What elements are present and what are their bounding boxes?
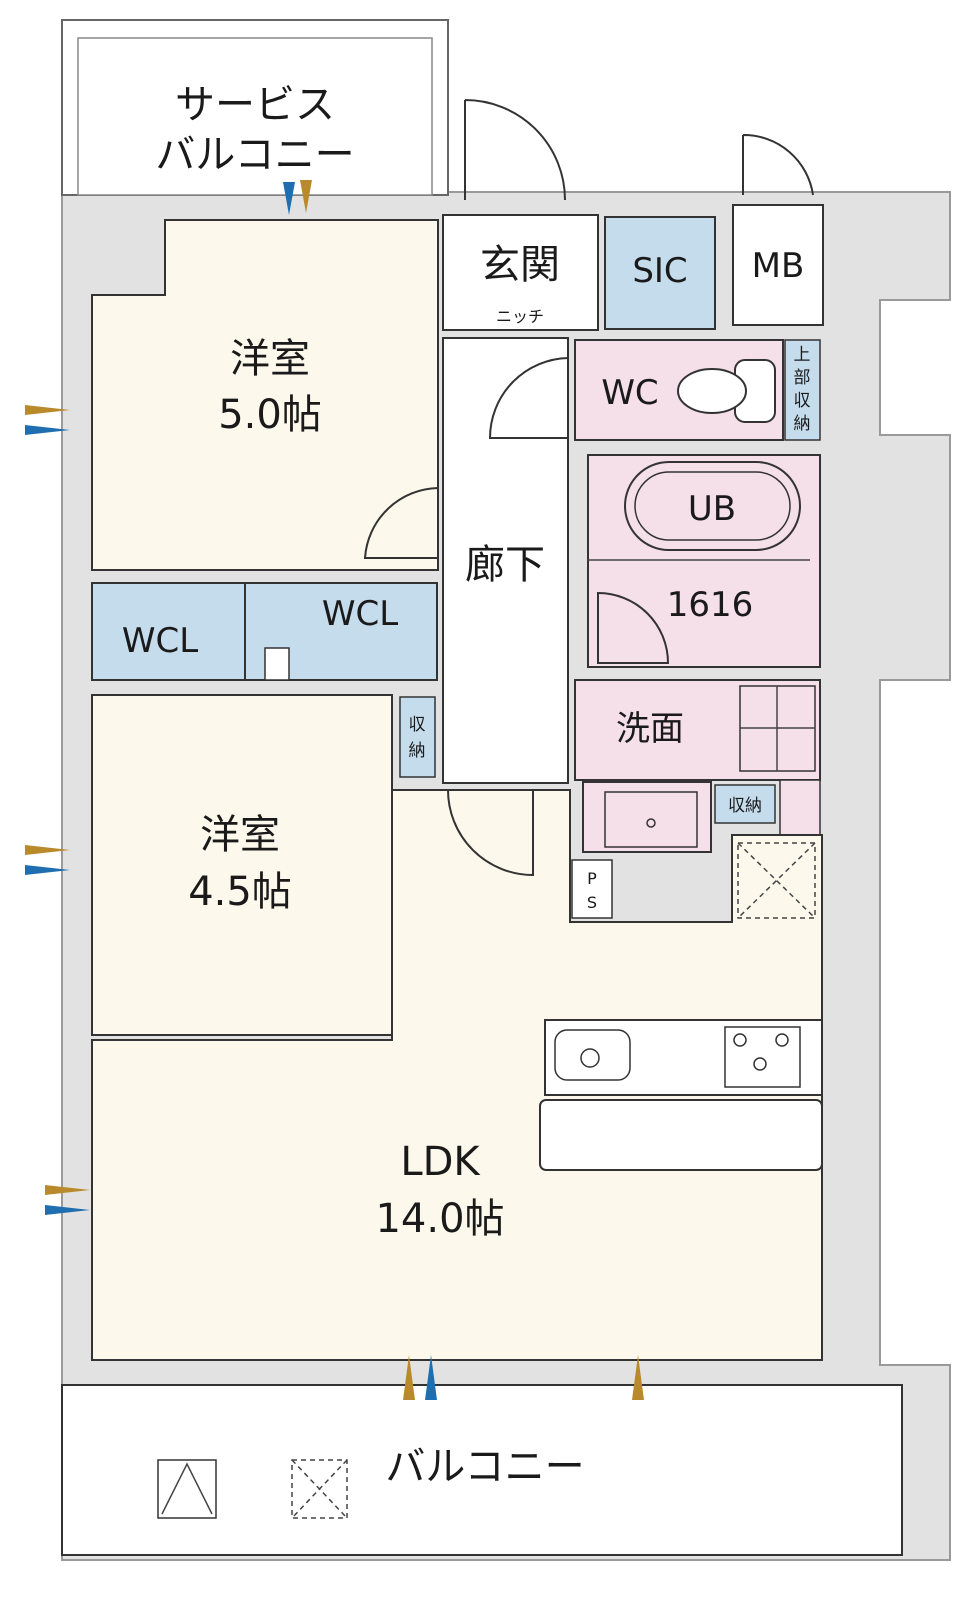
ub-label: UB <box>688 489 736 529</box>
wcl-left: WCL <box>91 582 261 681</box>
ldk-door <box>447 789 534 877</box>
pipe-space: P S <box>571 859 613 919</box>
kitchen-sink-icon <box>554 1029 631 1081</box>
ldk: LDK 14.0帖 <box>91 789 823 1361</box>
storage-vertical-char-2: 納 <box>409 741 426 761</box>
corridor-label: 廊下 <box>465 542 545 588</box>
bedroom-1-size: 5.0帖 <box>218 392 322 438</box>
bedroom-2-label: 洋室 <box>200 812 280 858</box>
mb-door <box>742 133 814 196</box>
bedroom-2: 洋室 4.5帖 <box>91 694 393 1036</box>
upper-storage-char-4: 納 <box>794 414 811 434</box>
ldk-size: 14.0帖 <box>375 1196 504 1242</box>
hatch-icon <box>157 1459 217 1519</box>
wc-label: WC <box>601 373 658 413</box>
wcl-left-label: WCL <box>122 621 198 661</box>
upper-storage-char-3: 収 <box>794 391 811 411</box>
bedroom-1: 洋室 5.0帖 <box>91 219 439 571</box>
wc: WC <box>574 339 784 441</box>
mb-label: MB <box>752 246 805 286</box>
wcl-right: WCL <box>244 582 438 681</box>
ps-char-1: P <box>587 869 597 888</box>
ldk-label: LDK <box>400 1139 481 1185</box>
bedroom-1-label: 洋室 <box>230 336 310 382</box>
entrance-door <box>464 99 566 201</box>
ventilation-markers <box>25 180 644 1400</box>
washroom: 洗面 <box>574 679 821 853</box>
bedroom-2-size: 4.5帖 <box>188 869 292 915</box>
entrance: 玄関 ニッチ <box>442 99 599 331</box>
ps-char-2: S <box>587 893 597 912</box>
kitchen-counter <box>539 1019 823 1171</box>
service-balcony-label-1: サービス <box>175 82 335 128</box>
service-balcony-label-2: バルコニー <box>155 132 354 178</box>
balcony: バルコニー <box>61 1384 903 1556</box>
balcony-label: バルコニー <box>385 1444 584 1490</box>
bath-door <box>597 591 670 664</box>
unit-bath: UB 1616 <box>587 454 821 668</box>
washroom-label: 洗面 <box>616 709 684 749</box>
storage-small-label: 収納 <box>728 796 762 816</box>
upper-storage: 上 部 収 納 <box>784 339 821 441</box>
service-balcony: サービス バルコニー <box>61 19 449 196</box>
niche-label: ニッチ <box>496 307 544 326</box>
ub-size-label: 1616 <box>667 585 754 625</box>
storage-vertical-char-1: 収 <box>409 715 426 735</box>
sic: SIC <box>604 216 716 330</box>
upper-storage-char-1: 上 <box>794 345 811 365</box>
toilet-bowl-icon <box>677 368 747 414</box>
corridor-door <box>488 357 569 439</box>
storage-small: 収納 <box>714 784 776 824</box>
sic-label: SIC <box>632 251 687 291</box>
refrigerator-space <box>737 842 816 919</box>
storage-vertical: 収 納 <box>399 696 436 778</box>
corridor: 廊下 <box>363 337 569 784</box>
bedroom1-door <box>363 487 439 559</box>
entrance-label: 玄関 <box>480 242 560 288</box>
evacuation-space <box>291 1459 348 1519</box>
bathtub-icon <box>624 461 801 551</box>
wcl-right-label: WCL <box>322 594 398 634</box>
upper-storage-char-2: 部 <box>794 368 811 388</box>
mb: MB <box>732 133 824 326</box>
